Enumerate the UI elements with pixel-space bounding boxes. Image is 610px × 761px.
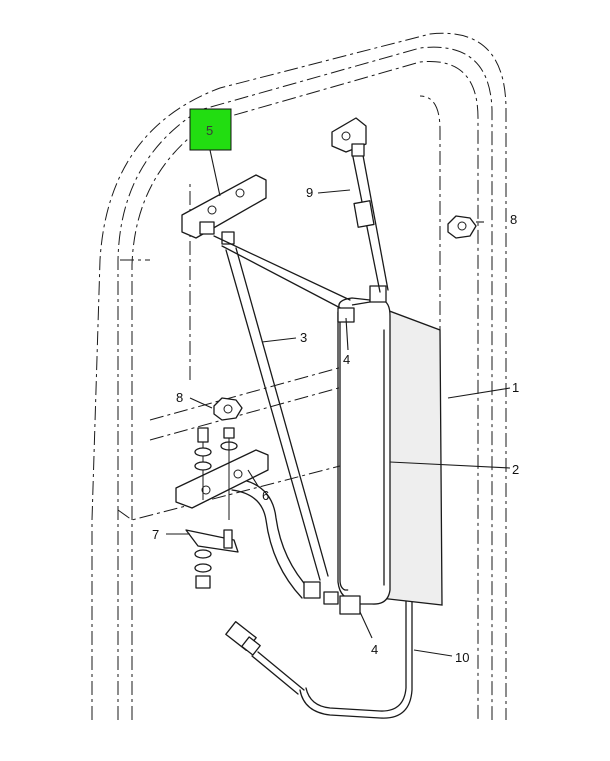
door-outline (91, 32, 507, 720)
upper-mirror-bracket (181, 174, 267, 245)
callout-9: 9 (306, 185, 313, 200)
callout-labels: 5 9 8 3 4 1 8 2 6 7 4 10 (152, 123, 519, 665)
highlight-box[interactable] (189, 108, 232, 151)
adjustable-strut (331, 117, 389, 293)
cable-assembly (225, 599, 413, 719)
lower-bracket (175, 397, 269, 589)
callout-4-lower: 4 (371, 642, 378, 657)
mirror-head (337, 297, 443, 606)
knob-right (447, 215, 477, 239)
callout-1: 1 (512, 380, 519, 395)
callout-10: 10 (455, 650, 469, 665)
callout-7: 7 (152, 527, 159, 542)
callout-8-left: 8 (176, 390, 183, 405)
callout-2: 2 (512, 462, 519, 477)
callout-4-upper: 4 (343, 352, 350, 367)
callout-6: 6 (262, 488, 269, 503)
callout-8-right: 8 (510, 212, 517, 227)
callout-5[interactable]: 5 (206, 123, 213, 138)
mirror-arms (213, 235, 387, 615)
leader-lines (166, 149, 511, 657)
callout-3: 3 (300, 330, 307, 345)
